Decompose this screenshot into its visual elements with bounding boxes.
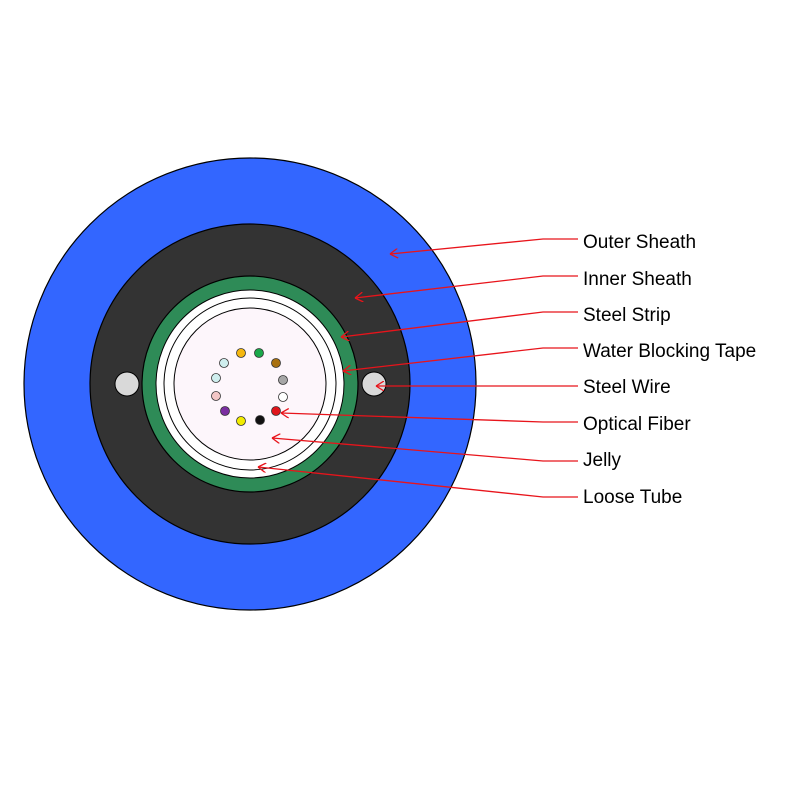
label-jelly: Jelly <box>583 450 622 471</box>
leader-optical-fiber <box>281 413 578 423</box>
optical-fibers <box>211 348 288 426</box>
fiber-12 <box>219 358 229 368</box>
leader-water-blocking-tape <box>343 347 578 371</box>
fiber-6 <box>271 406 281 416</box>
fiber-4 <box>278 375 288 385</box>
label-optical-fiber: Optical Fiber <box>583 414 691 435</box>
label-water-blocking-tape: Water Blocking Tape <box>583 341 756 362</box>
fiber-2 <box>254 348 264 358</box>
fiber-3 <box>271 358 281 368</box>
fiber-1 <box>236 348 246 358</box>
leader-inner-sheath <box>355 275 578 298</box>
leader-steel-strip <box>341 311 578 337</box>
steel-wire-right <box>361 371 387 397</box>
fiber-7 <box>255 415 265 425</box>
label-loose-tube: Loose Tube <box>583 487 682 508</box>
leader-outer-sheath <box>390 238 578 254</box>
steel-wire-left <box>114 371 140 397</box>
label-steel-strip: Steel Strip <box>583 305 671 326</box>
leader-jelly <box>272 438 578 462</box>
fiber-10 <box>211 391 221 401</box>
leader-loose-tube <box>258 467 578 498</box>
leader-lines <box>258 238 578 498</box>
fiber-8 <box>236 416 246 426</box>
label-inner-sheath: Inner Sheath <box>583 269 692 290</box>
jelly-core <box>173 307 327 461</box>
fiber-9 <box>220 406 230 416</box>
fiber-5 <box>278 392 288 402</box>
fiber-11 <box>211 373 221 383</box>
component-labels: Outer Sheath Inner Sheath Steel Strip Wa… <box>583 232 756 508</box>
label-steel-wire: Steel Wire <box>583 377 671 398</box>
label-outer-sheath: Outer Sheath <box>583 232 696 253</box>
